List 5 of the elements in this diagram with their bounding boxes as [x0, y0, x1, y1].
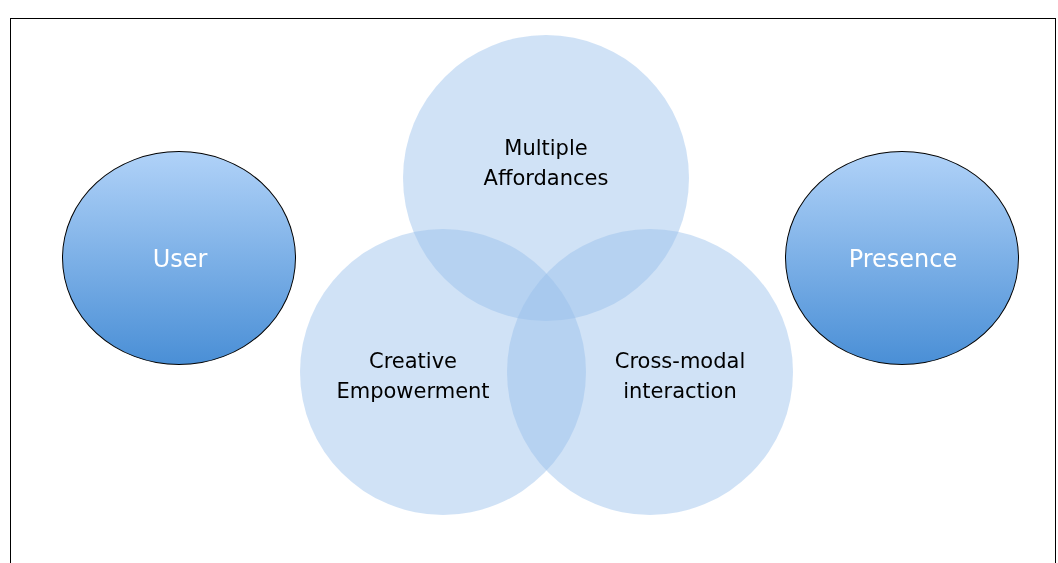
node-label: Multiple Affordances	[482, 135, 610, 192]
node-label: Creative Empowerment	[335, 348, 491, 405]
node-label: Cross-modal interaction	[613, 348, 747, 405]
node-label: Presence	[847, 244, 959, 275]
node-label: User	[151, 244, 209, 275]
